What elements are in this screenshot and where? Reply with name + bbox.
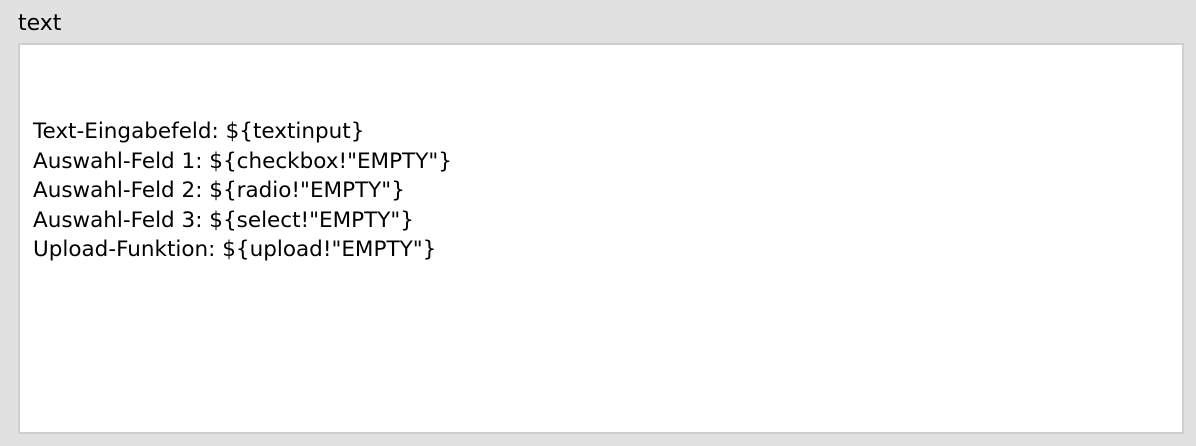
text-area-content[interactable]: Text-Eingabefeld: ${textinput} Auswahl-F… [33,119,452,262]
text-area[interactable]: Text-Eingabefeld: ${textinput} Auswahl-F… [18,43,1184,434]
field-label: text [18,11,62,36]
